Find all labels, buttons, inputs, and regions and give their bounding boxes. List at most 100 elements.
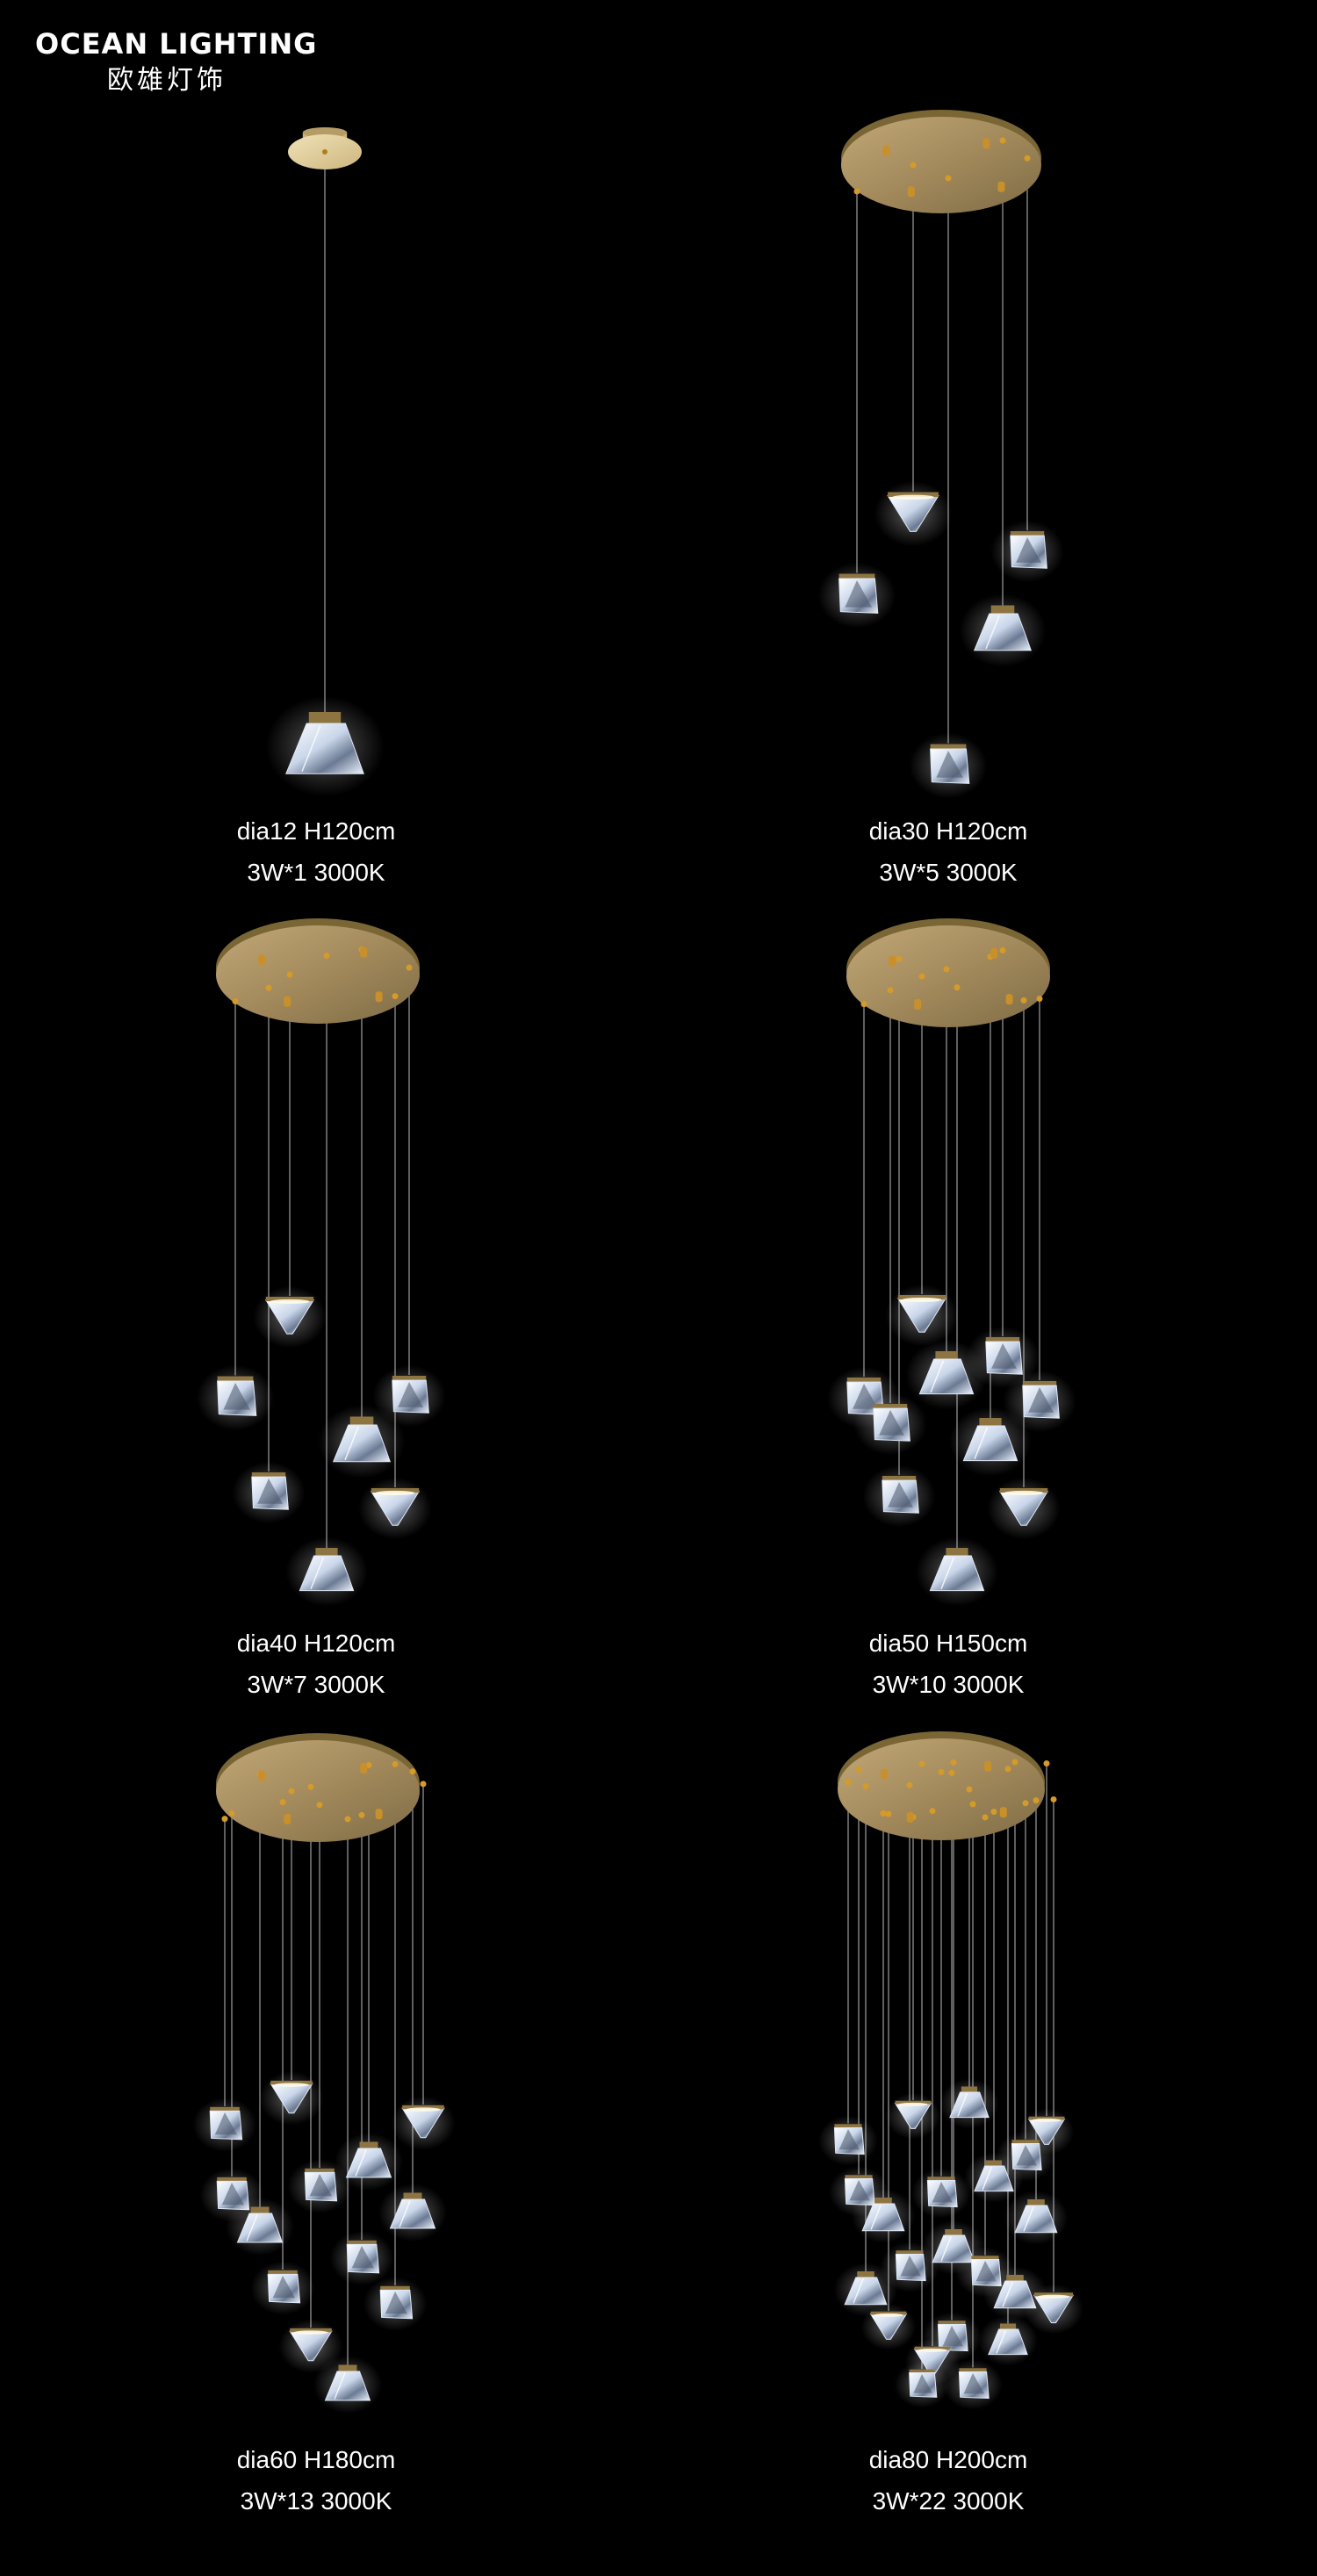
- crystal-pendant-icon: [259, 2071, 324, 2126]
- crystal-pendant-icon: [232, 1461, 306, 1524]
- chandelier-p2: [817, 110, 1064, 799]
- screw-icon: [999, 1807, 1007, 1818]
- canopy-plate: [838, 1738, 1045, 1840]
- product-power: 3W*5 3000K: [879, 859, 1018, 886]
- crystal-pendant-icon: [329, 2231, 394, 2285]
- crystal-pendant-icon: [250, 2261, 315, 2315]
- chandelier-p1: [265, 127, 385, 797]
- product-dimension: dia50 H150cm: [868, 1630, 1028, 1657]
- crystal-pendant-icon: [226, 2198, 294, 2256]
- product-spec-p1: dia12 H120cm 3W*1 3000K: [0, 817, 632, 888]
- anchor-point-icon: [885, 1810, 892, 1817]
- anchor-point-icon: [406, 964, 413, 971]
- crystal-pendant-icon: [287, 2159, 352, 2213]
- crystal-pendant-icon: [1024, 2284, 1083, 2335]
- product-dimension: dia12 H120cm: [236, 817, 396, 845]
- anchor-point-icon: [420, 1781, 427, 1788]
- product-power: 3W*13 3000K: [240, 2487, 392, 2515]
- crystal-pendant-icon: [949, 1407, 1032, 1477]
- anchor-point-icon: [288, 1788, 295, 1795]
- anchor-point-icon: [969, 1801, 976, 1808]
- screw-icon: [360, 1762, 368, 1774]
- chandelier-p4: [827, 918, 1076, 1607]
- crystal-pendant-icon: [363, 2277, 428, 2331]
- anchor-point-icon: [948, 1769, 955, 1776]
- product-power: 3W*1 3000K: [247, 859, 385, 886]
- canopy-plate: [841, 117, 1041, 213]
- product-spec-p4: dia50 H150cm 3W*10 3000K: [632, 1629, 1264, 1700]
- anchor-point-icon: [286, 971, 293, 978]
- screw-icon: [881, 1768, 889, 1780]
- crystal-pendant-icon: [987, 1477, 1061, 1540]
- anchor-point-icon: [221, 1816, 228, 1823]
- crystal-pendant-icon: [959, 594, 1047, 667]
- brand-name-chinese: 欧雄灯饰: [107, 65, 227, 96]
- anchor-point-icon: [918, 973, 925, 980]
- anchor-point-icon: [409, 1768, 416, 1775]
- brand-logo: OCEAN LIGHTING 欧雄灯饰: [35, 26, 316, 97]
- screw-icon: [997, 181, 1005, 192]
- anchor-point-icon: [1043, 1759, 1050, 1767]
- anchor-point-icon: [982, 1814, 989, 1821]
- anchor-point-icon: [316, 1802, 323, 1809]
- anchor-point-icon: [279, 1799, 286, 1806]
- anchor-point-icon: [358, 1811, 365, 1818]
- screw-icon: [258, 1770, 266, 1781]
- screw-icon: [982, 138, 990, 149]
- anchor-point-icon: [1022, 1800, 1029, 1807]
- anchor-point-icon: [307, 1783, 314, 1790]
- crystal-pendant-icon: [939, 2078, 999, 2129]
- crystal-pendant-icon: [318, 1405, 406, 1479]
- crystal-pendant-icon: [894, 2361, 950, 2408]
- crystal-pendant-icon: [911, 2168, 971, 2219]
- anchor-point-icon: [232, 998, 239, 1005]
- anchor-point-icon: [990, 1808, 997, 1815]
- screw-icon: [882, 145, 890, 156]
- anchor-point-icon: [950, 1759, 957, 1766]
- crystal-pendant-icon: [853, 1392, 927, 1456]
- crystal-pendant-icon: [874, 480, 953, 547]
- crystal-pendant-icon: [978, 2315, 1038, 2366]
- anchor-point-icon: [954, 984, 961, 991]
- anchor-point-icon: [853, 188, 860, 195]
- anchor-point-icon: [906, 1781, 913, 1788]
- crystal-pendant-icon: [1003, 1370, 1076, 1433]
- crystal-pendant-icon: [833, 2263, 898, 2317]
- crystal-pendant-icon: [278, 2319, 343, 2373]
- anchor-point-icon: [999, 946, 1006, 953]
- screw-icon: [1005, 994, 1013, 1005]
- anchor-point-icon: [392, 993, 399, 1000]
- screw-icon: [284, 1813, 291, 1824]
- crystal-pendant-icon: [372, 1364, 446, 1428]
- anchor-point-icon: [1033, 1797, 1040, 1804]
- crystal-pendant-icon: [192, 2097, 257, 2152]
- screw-icon: [906, 1811, 914, 1823]
- anchor-point-icon: [896, 955, 903, 962]
- screw-icon: [258, 954, 266, 966]
- anchor-point-icon: [344, 1816, 351, 1823]
- anchor-point-icon: [910, 162, 917, 169]
- chandelier-p5: [192, 1733, 456, 2414]
- crystal-pendant-icon: [196, 1364, 275, 1431]
- anchor-point-icon: [392, 1760, 399, 1767]
- anchor-point-icon: [365, 1761, 372, 1768]
- anchor-point-icon: [1050, 1795, 1057, 1802]
- crystal-pendant-icon: [990, 520, 1064, 583]
- anchor-point-icon: [265, 984, 272, 991]
- anchor-point-icon: [845, 1779, 852, 1786]
- screw-icon: [360, 946, 368, 958]
- anchor-point-icon: [1004, 1766, 1011, 1773]
- product-power: 3W*10 3000K: [872, 1671, 1025, 1698]
- screw-icon: [375, 1809, 383, 1820]
- screw-icon: [375, 991, 383, 1003]
- crystal-pendant-icon: [909, 732, 988, 799]
- crystal-pendant-icon: [964, 2152, 1024, 2203]
- anchor-point-icon: [862, 1783, 869, 1790]
- anchor-point-icon: [929, 1808, 936, 1815]
- screw-icon: [990, 947, 998, 959]
- anchor-point-icon: [323, 952, 330, 959]
- anchor-point-icon: [1020, 997, 1027, 1004]
